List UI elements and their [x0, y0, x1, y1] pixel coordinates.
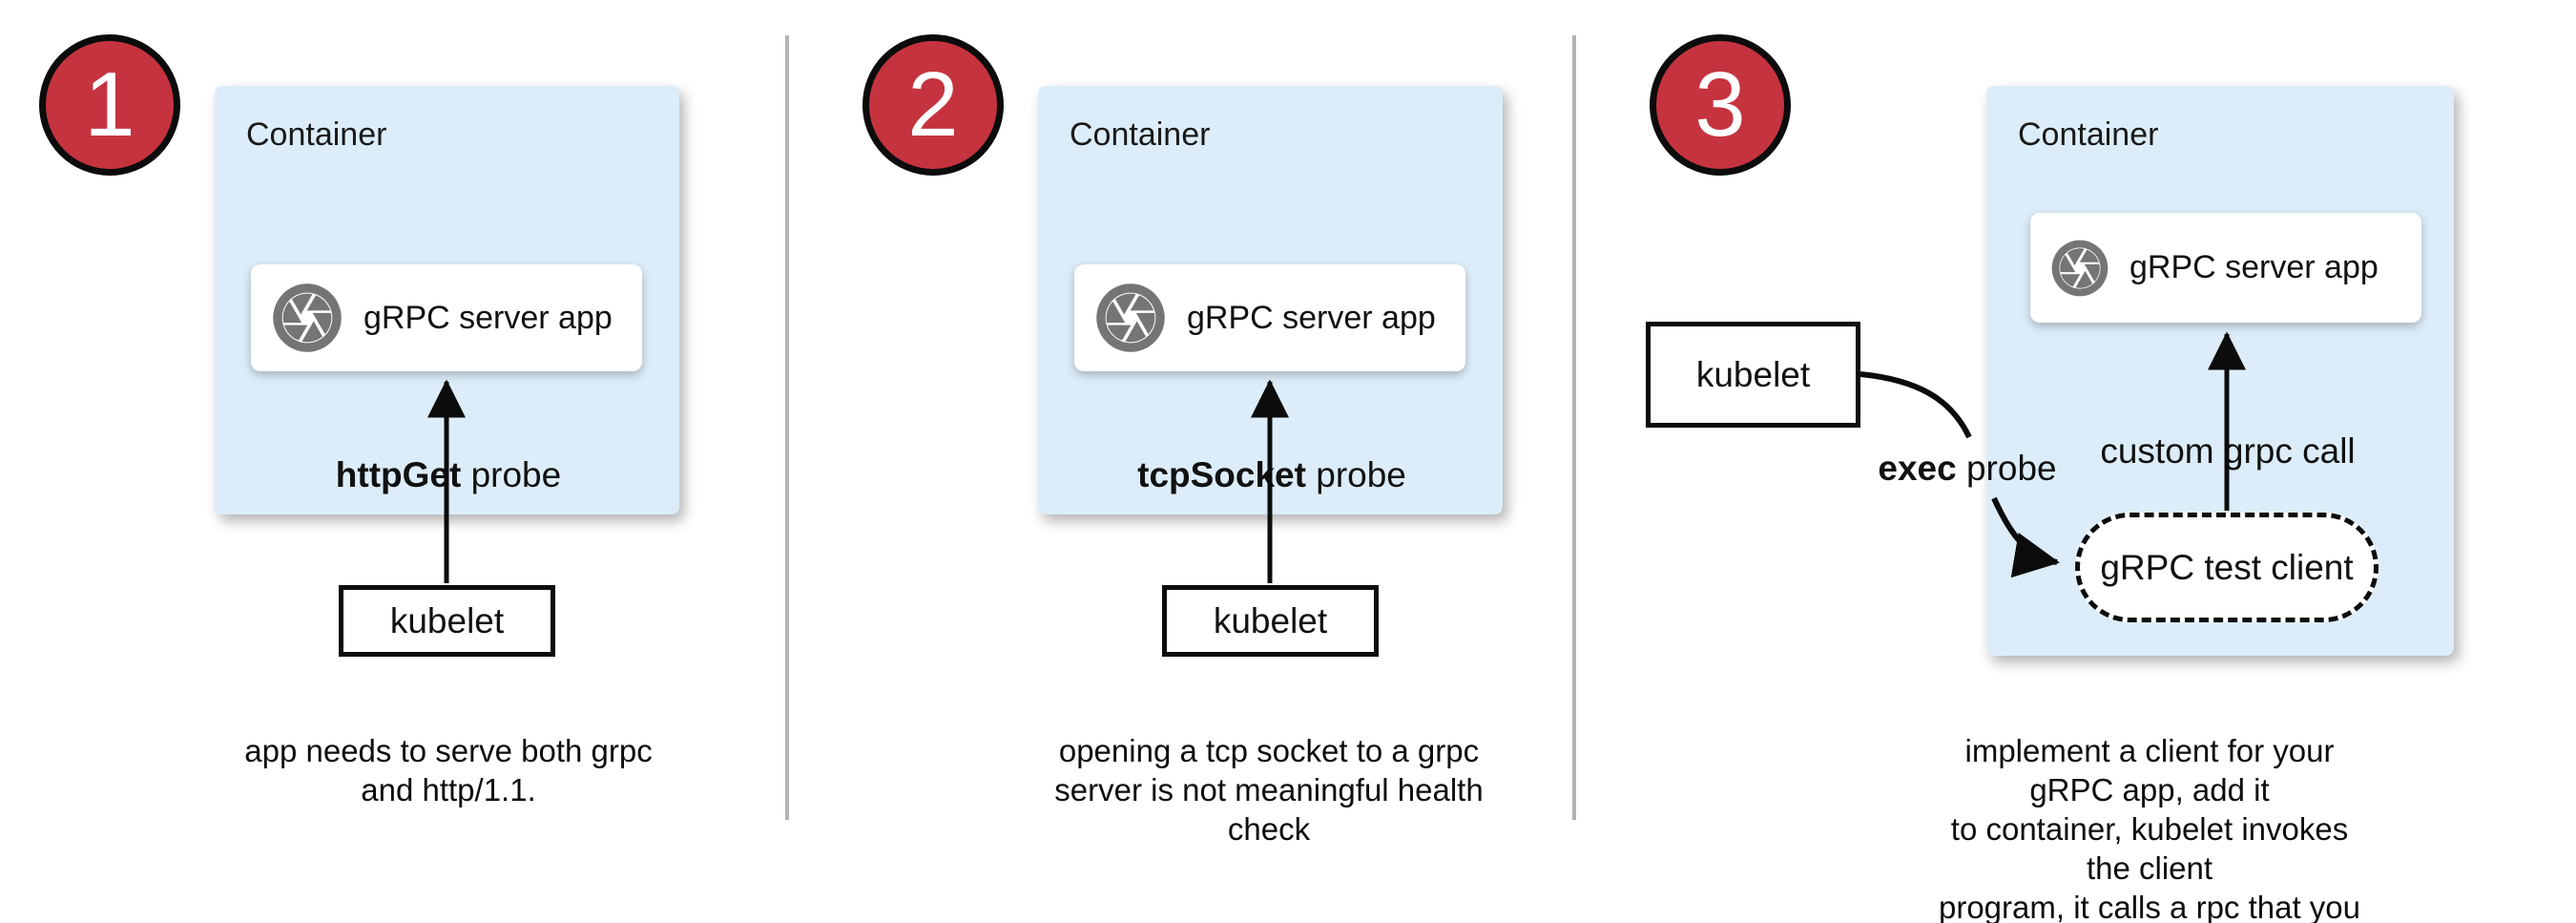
kubelet-box-1: kubelet	[339, 585, 555, 657]
custom-grpc-call-label: custom grpc call	[2090, 430, 2365, 473]
step-1-badge: 1	[39, 34, 180, 176]
exec-probe-label: exec probe	[1878, 449, 2057, 488]
camera-aperture-icon	[2051, 240, 2109, 296]
camera-aperture-icon	[273, 283, 342, 352]
grpc-server-app-label: gRPC server app	[2129, 249, 2379, 285]
step-number: 2	[907, 53, 959, 156]
step-3-badge: 3	[1650, 34, 1791, 176]
container-label-3: Container	[2018, 116, 2159, 153]
caption-2: opening a tcp socket to a grpc server is…	[1054, 733, 1484, 847]
tcpsocket-probe-label: tcpSocket probe	[1128, 453, 1416, 497]
container-label-1: Container	[246, 116, 387, 153]
panel-divider-2	[1572, 35, 1576, 820]
caption-3: implement a client for your gRPC app, ad…	[1938, 733, 2361, 923]
kubelet-label: kubelet	[1695, 354, 1811, 394]
caption-1: app needs to serve both grpc and http/1.…	[244, 733, 653, 808]
exec-probe-curve-upper	[1859, 371, 1972, 439]
grpc-server-app-box-2: gRPC server app	[1074, 264, 1465, 371]
step-2-badge: 2	[862, 34, 1004, 176]
grpc-test-client-label: gRPC test client	[2100, 547, 2354, 587]
grpc-server-app-box-1: gRPC server app	[251, 264, 642, 371]
kubelet-label: kubelet	[389, 600, 505, 640]
camera-aperture-icon	[1096, 283, 1165, 352]
grpc-test-client-box: gRPC test client	[2075, 513, 2379, 622]
step-number: 1	[84, 53, 135, 156]
grpc-server-app-label: gRPC server app	[364, 299, 613, 336]
grpc-server-app-box-3: gRPC server app	[2030, 213, 2421, 323]
grpc-server-app-label: gRPC server app	[1187, 299, 1436, 336]
panel-divider-1	[785, 35, 789, 820]
container-label-2: Container	[1070, 116, 1211, 153]
kubelet-label: kubelet	[1213, 600, 1328, 640]
httpget-probe-label: httpGet probe	[325, 453, 571, 497]
kubelet-box-3: kubelet	[1646, 322, 1860, 428]
kubelet-box-2: kubelet	[1162, 585, 1379, 657]
step-number: 3	[1694, 53, 1746, 156]
